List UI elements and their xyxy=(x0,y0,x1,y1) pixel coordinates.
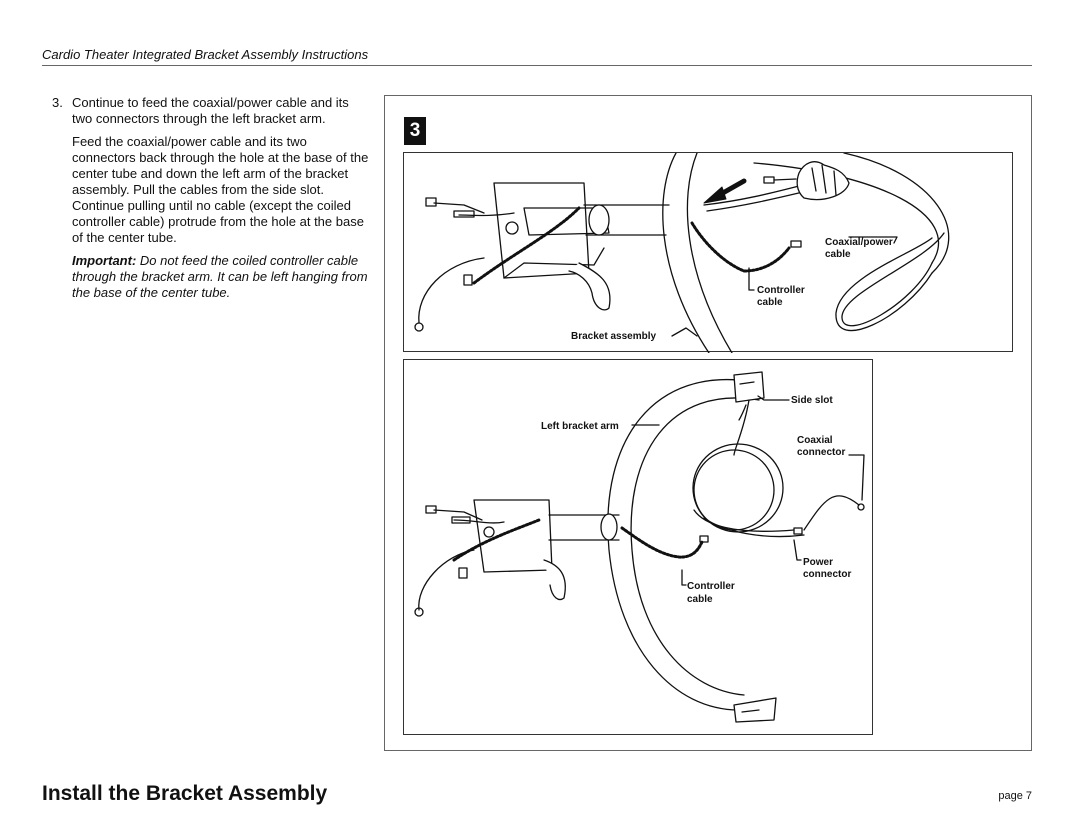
label-controller-cable-line1: Controller xyxy=(687,581,735,592)
label-left-bracket-arm: Left bracket arm xyxy=(541,421,619,432)
bottom-illustration: Side slot Left bracket arm Coaxial conne… xyxy=(414,371,865,723)
label-controller-cable-line2: cable xyxy=(687,594,713,605)
label-power-connector-line1: Power xyxy=(803,557,833,568)
section-title: Install the Bracket Assembly xyxy=(42,782,328,805)
important-text: Do not feed the coiled controller cable … xyxy=(72,253,368,300)
label-controller-line1: Controller xyxy=(757,285,805,296)
header-divider xyxy=(42,65,1032,66)
step-text: Continue to feed the coaxial/power cable… xyxy=(72,95,349,126)
top-illustration: Coaxial/power cable Controller cable Bra… xyxy=(414,153,950,353)
important-label: Important: xyxy=(72,253,137,268)
step-3: 3. Continue to feed the coaxial/power ca… xyxy=(52,95,372,127)
step-number: 3. xyxy=(52,95,63,110)
label-coaxial-connector-line1: Coaxial xyxy=(797,435,833,446)
label-coaxial-power-line1: Coaxial/power xyxy=(825,237,893,248)
label-coaxial-power-line2: cable xyxy=(825,249,851,260)
label-side-slot: Side slot xyxy=(791,395,833,406)
figure-top-panel: Coaxial/power cable Controller cable Bra… xyxy=(403,152,1013,353)
document-header-title: Cardio Theater Integrated Bracket Assemb… xyxy=(42,47,369,62)
important-note: Important: Do not feed the coiled contro… xyxy=(72,253,372,301)
instructions-column: 3. Continue to feed the coaxial/power ca… xyxy=(52,95,372,301)
page-number: page 7 xyxy=(998,790,1032,802)
label-power-connector-line2: connector xyxy=(803,569,851,580)
label-bracket-assembly: Bracket assembly xyxy=(571,331,656,342)
label-coaxial-connector-line2: connector xyxy=(797,447,845,458)
figure-step-badge: 3 xyxy=(404,117,426,145)
label-controller-line2: cable xyxy=(757,297,783,308)
step-paragraph: Feed the coaxial/power cable and its two… xyxy=(72,134,369,245)
figure-bottom-panel: Side slot Left bracket arm Coaxial conne… xyxy=(403,359,873,735)
figure-frame xyxy=(384,95,1032,751)
